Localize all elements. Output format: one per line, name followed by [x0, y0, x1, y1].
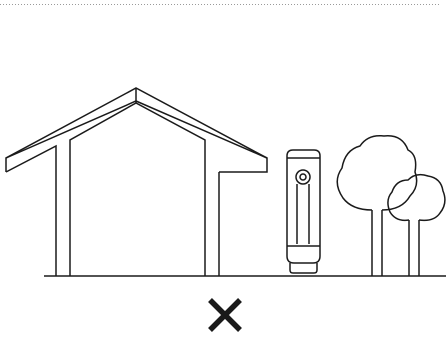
tree-icon [388, 175, 445, 276]
close-icon [210, 300, 240, 330]
camera-icon [287, 150, 320, 273]
house-icon [6, 88, 267, 276]
tree-icon [337, 136, 416, 276]
